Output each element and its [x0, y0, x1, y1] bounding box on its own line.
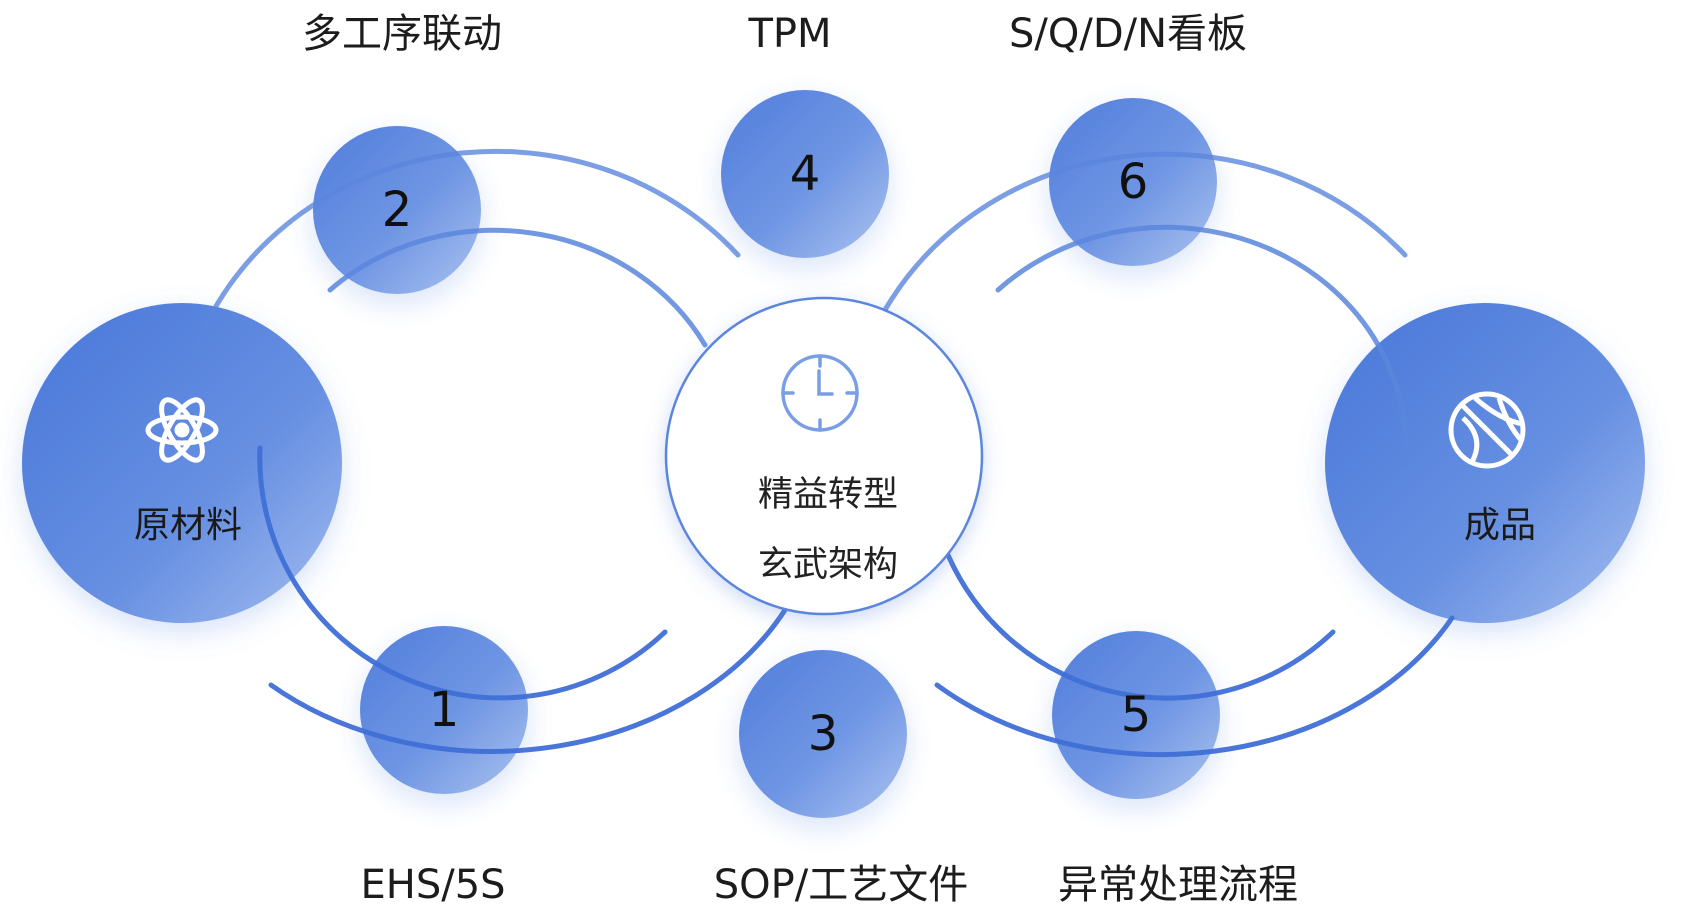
arc-left-outer-top	[190, 148, 741, 358]
step-circle-3	[739, 650, 907, 818]
center-circle	[664, 296, 984, 616]
clock-icon	[781, 354, 859, 432]
step-circle-6	[1049, 98, 1217, 266]
right-node-label: 成品	[1463, 505, 1537, 546]
step-number-5: 5	[1120, 687, 1152, 743]
step-label-6: S/Q/D/N看板	[1008, 11, 1248, 57]
step-label-1: EHS/5S	[360, 862, 506, 908]
left-big-circle	[22, 303, 342, 623]
step-circle-4	[721, 90, 889, 258]
step-circle-5	[1052, 631, 1220, 799]
step-number-3: 3	[807, 706, 839, 762]
step-label-2: 多工序联动	[302, 11, 502, 57]
arc-right-inner-bottom	[945, 552, 1336, 701]
arc-left-inner-bottom	[257, 445, 668, 701]
center-title-line-2: 玄武架构	[757, 545, 899, 585]
center-title-line-1: 精益转型	[757, 475, 899, 515]
step-label-5: 异常处理流程	[1058, 862, 1298, 908]
arc-right-outer-bottom	[934, 615, 1455, 757]
arc-right-inner-top	[995, 224, 1409, 468]
step-number-6: 6	[1117, 154, 1149, 210]
arc-right-outer-top	[882, 151, 1408, 313]
left-node-label: 原材料	[133, 505, 243, 546]
step-label-3: SOP/工艺文件	[713, 862, 969, 908]
step-number-1: 1	[428, 682, 460, 738]
right-big-circle	[1325, 303, 1645, 623]
step-label-4: TPM	[748, 11, 832, 57]
basketball-icon	[1448, 391, 1526, 469]
arc-left-inner-top	[327, 227, 708, 348]
step-circle-2	[313, 126, 481, 294]
arc-left-outer-bottom	[268, 607, 788, 754]
atom-icon	[145, 397, 219, 463]
step-number-4: 4	[789, 146, 821, 202]
step-number-2: 2	[381, 182, 413, 238]
